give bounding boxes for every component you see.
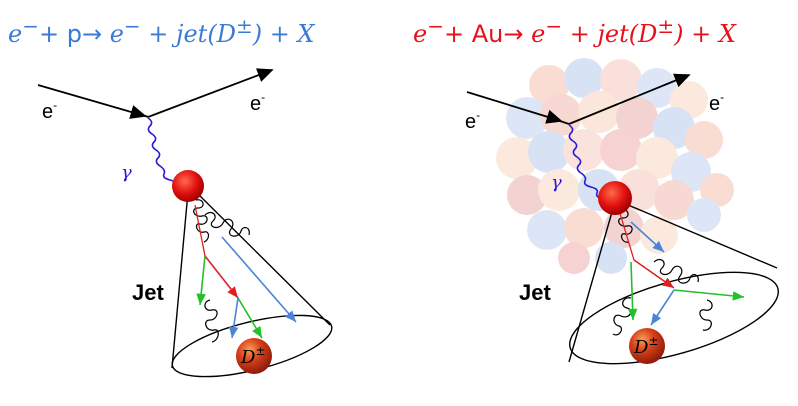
photon-label: γ [551,172,562,193]
jet-cone [568,201,778,363]
d-meson-label: D± [633,334,659,358]
gluon-curl [618,209,633,243]
d-meson [629,328,665,364]
gluon-curl [193,199,210,243]
track-green [196,255,206,306]
gluon-curl [653,258,699,284]
track-red [204,255,239,299]
incoming-electron-line [466,91,563,124]
electron-in-label: e- [465,108,480,133]
outgoing-electron-line [147,68,274,118]
d-meson-label: D± [240,344,266,368]
eau-panel: e−+ Au→ e− + jet(D±) + X [399,0,798,406]
gluon-curl [204,211,250,237]
d-meson [236,338,272,374]
incoming-electron-line-cont [139,113,149,118]
track-blue [650,289,675,326]
track-blue [630,221,665,253]
struck-quark [598,181,632,215]
track-blue [221,236,297,323]
eau-feynman-diagram: e- e- γ Jet D± [465,58,779,365]
incoming-electron-line [37,84,147,119]
jet-label: Jet [132,280,164,305]
gluon-curl [204,299,219,343]
track-red [194,204,206,257]
track-blue [228,297,239,339]
jet-cone [171,191,331,369]
gluon-curl [612,297,632,336]
ep-reaction-title: e−+ p→ e− + jet(D±) + X [8,14,315,48]
track-green [627,261,638,321]
jet-label: Jet [519,280,551,305]
incoming-electron-line-cont [556,119,570,125]
electron-out-label: e- [250,90,265,115]
ep-feynman-diagram: e- e- γ Jet D± [37,68,333,378]
track-green [237,297,263,339]
gold-nucleus [496,58,734,274]
struck-quark [172,170,204,202]
ep-panel: e−+ p→ e− + jet(D±) + X [8,14,333,378]
electron-out-label: e- [709,90,724,115]
track-red [618,209,635,261]
eau-reaction-title: e−+ Au→ e− + jet(D±) + X [413,14,736,48]
photon-label: γ [121,162,132,183]
gluon-curl [699,299,713,331]
photon-line [568,124,611,206]
track-green [673,289,745,301]
track-red [633,259,675,289]
outgoing-electron-line [568,73,691,125]
electron-in-label: e- [42,98,57,123]
